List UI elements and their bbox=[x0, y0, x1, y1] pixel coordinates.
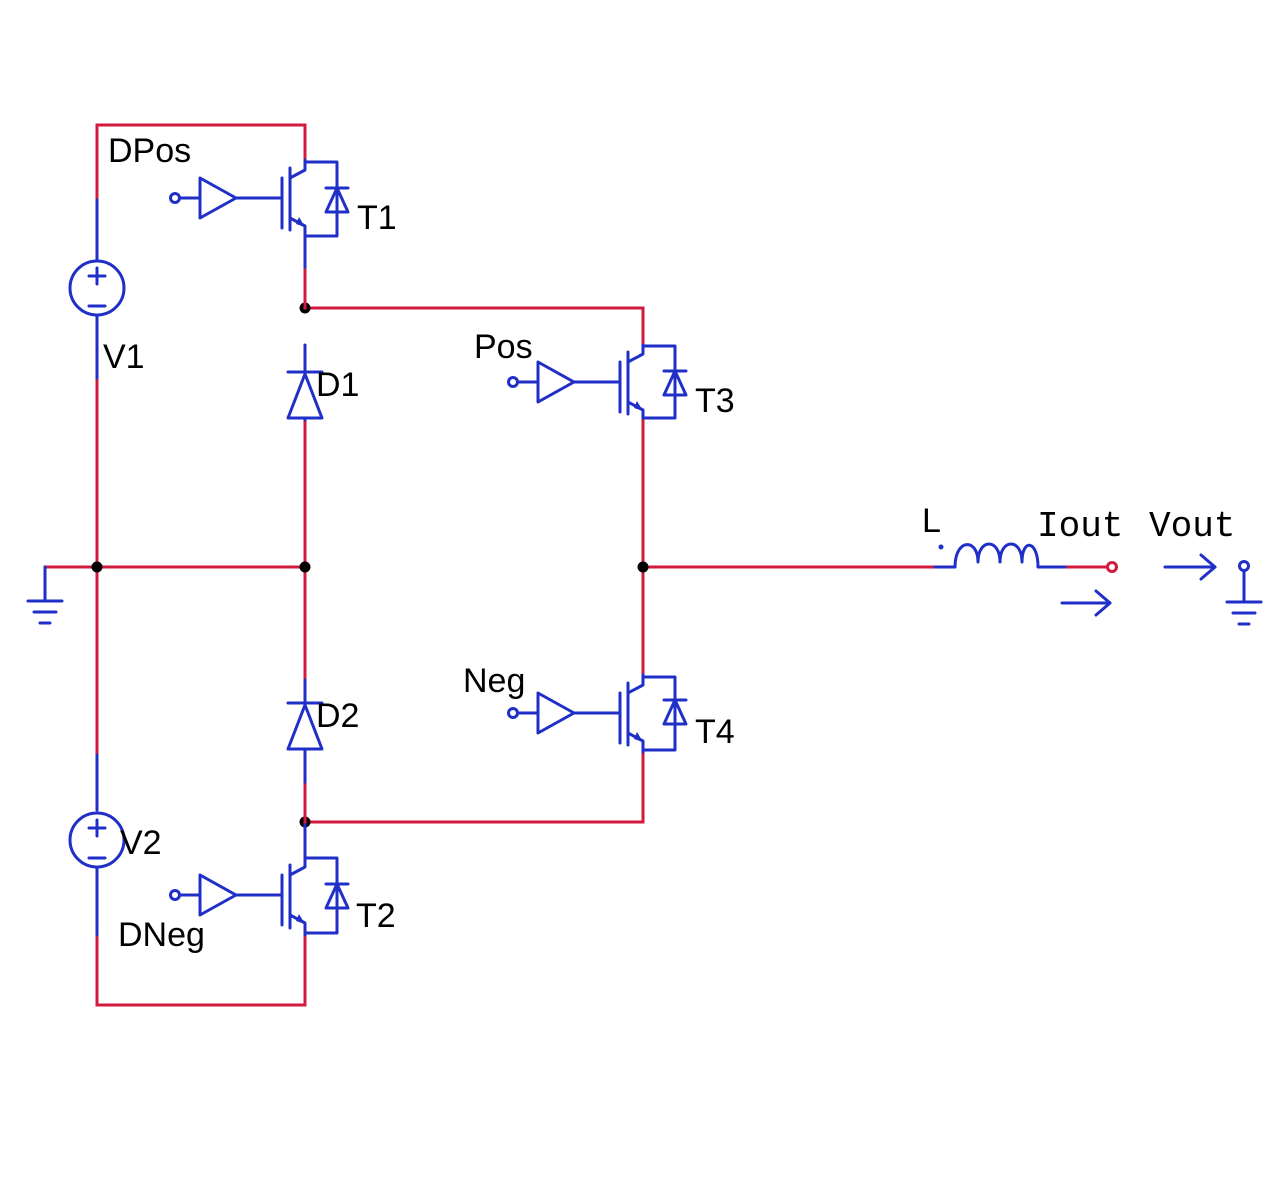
component-label-t1: T1 bbox=[357, 199, 397, 237]
igbt-t4 bbox=[507, 673, 688, 754]
ground-symbol-left bbox=[26, 565, 64, 625]
junction-nodes bbox=[91, 302, 649, 828]
component-label-v1: V1 bbox=[103, 338, 145, 376]
signal-label-pos: Pos bbox=[474, 328, 533, 366]
junction-node bbox=[91, 561, 103, 573]
probe-label-iout: Iout bbox=[1037, 506, 1123, 547]
junction-node bbox=[299, 561, 311, 573]
diode-d2 bbox=[286, 678, 324, 824]
component-label-v2: V2 bbox=[120, 824, 162, 862]
inductor-l bbox=[933, 542, 1067, 569]
igbt-t1 bbox=[169, 158, 350, 310]
component-label-t3: T3 bbox=[695, 382, 735, 420]
igbt-t3 bbox=[507, 343, 688, 420]
signal-label-dpos: DPos bbox=[108, 132, 191, 170]
component-label-d2: D2 bbox=[316, 697, 359, 735]
igbt-t2 bbox=[169, 820, 350, 937]
diode-d1 bbox=[286, 343, 324, 422]
voltage-source-v1 bbox=[68, 198, 126, 380]
labels: DPos T1 V1 D1 Pos T3 L Iout Vout Neg D2 … bbox=[103, 132, 1235, 954]
wires bbox=[43, 123, 1110, 1007]
voltage-probe-vout bbox=[1163, 553, 1263, 626]
voltage-source-v2 bbox=[68, 753, 126, 937]
component-label-d1: D1 bbox=[316, 366, 359, 404]
probe-label-vout: Vout bbox=[1149, 506, 1235, 547]
current-probe-iout bbox=[1060, 561, 1118, 617]
signal-label-dneg: DNeg bbox=[118, 916, 205, 954]
component-label-t4: T4 bbox=[695, 713, 735, 751]
component-label-l: L bbox=[922, 502, 941, 540]
component-label-t2: T2 bbox=[356, 897, 396, 935]
signal-label-neg: Neg bbox=[463, 662, 525, 700]
junction-node bbox=[637, 561, 649, 573]
